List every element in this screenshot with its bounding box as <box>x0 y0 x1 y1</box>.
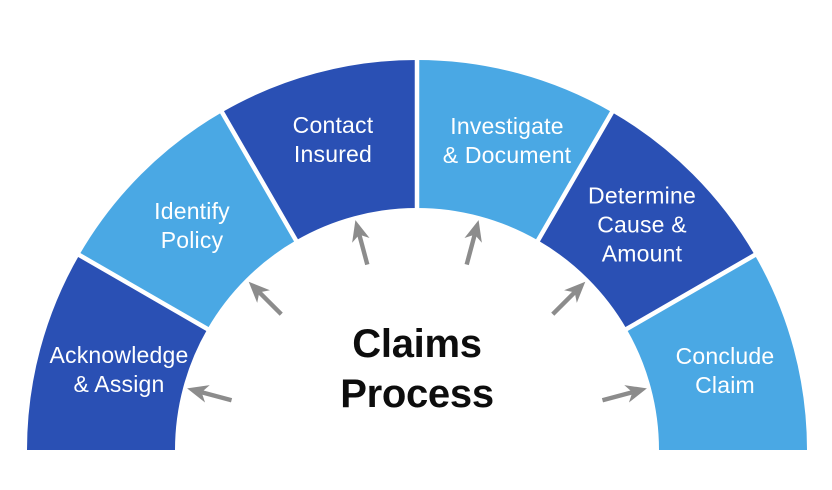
arrow-icon-5 <box>601 385 647 403</box>
arrow-icon-2 <box>352 220 370 266</box>
arrow-icon-4 <box>551 281 586 316</box>
segment-divider-5 <box>622 251 759 333</box>
segment-divider-2 <box>218 108 300 245</box>
arrow-icon-1 <box>248 281 283 316</box>
segment-arc-4 <box>538 112 755 329</box>
arrow-icon-0 <box>187 385 233 403</box>
segment-arc-1 <box>79 112 296 329</box>
segment-divider-4 <box>534 108 616 245</box>
arrows-group <box>187 220 647 403</box>
arrow-icon-3 <box>464 220 482 266</box>
segment-dividers-group <box>75 57 759 333</box>
segment-divider-1 <box>75 251 212 333</box>
